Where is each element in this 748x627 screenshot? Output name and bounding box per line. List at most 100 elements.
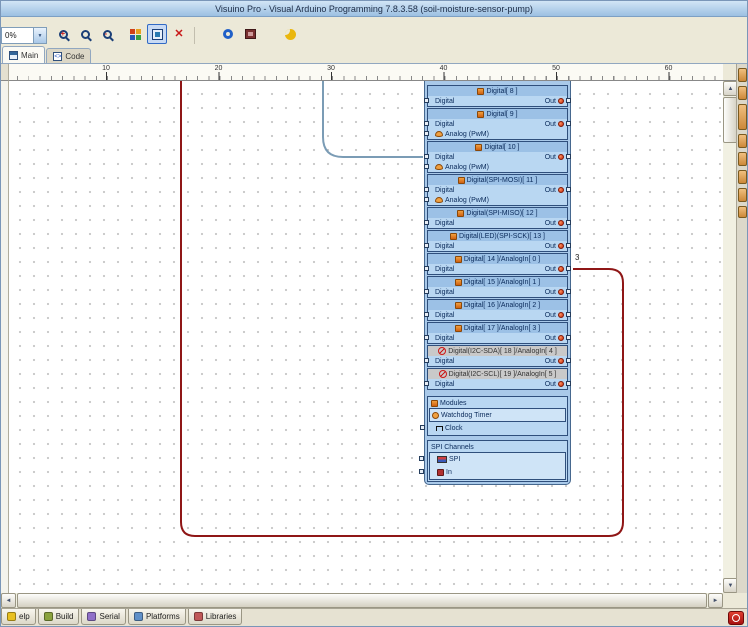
in-pin[interactable]: [424, 220, 429, 225]
zoom-in-button[interactable]: +: [53, 24, 73, 44]
in-pin[interactable]: [424, 335, 429, 340]
in-pin[interactable]: [424, 187, 429, 192]
dock-component-button[interactable]: [738, 152, 747, 166]
out-pin[interactable]: [566, 312, 571, 317]
out-pin[interactable]: [566, 220, 571, 225]
status-tab-platforms[interactable]: Platforms: [128, 609, 186, 625]
clock-in-pin[interactable]: [420, 425, 425, 430]
components-button[interactable]: [125, 24, 145, 44]
channel-header-label: Digital(SPI-MISO)[ 12 ]: [466, 210, 537, 217]
out-connector-icon[interactable]: [558, 154, 564, 160]
zoom-out-button[interactable]: -: [97, 24, 117, 44]
scroll-right-button[interactable]: ►: [708, 593, 723, 608]
out-pin[interactable]: [566, 121, 571, 126]
zoom-combobox[interactable]: 0% ▼: [1, 27, 47, 44]
in-pin[interactable]: [424, 243, 429, 248]
in-pin[interactable]: [424, 266, 429, 271]
out-connector-icon[interactable]: [558, 187, 564, 193]
in-pin[interactable]: [419, 469, 424, 474]
spi-section[interactable]: SPI Channels SPI In: [427, 440, 568, 482]
dock-component-button[interactable]: [738, 206, 747, 218]
in-pin[interactable]: [424, 131, 429, 136]
wire-mode-button[interactable]: [147, 24, 167, 44]
digital-channel-row: DigitalOut: [428, 152, 567, 162]
out-pin[interactable]: [566, 98, 571, 103]
out-connector-icon[interactable]: [558, 335, 564, 341]
status-tab-libraries[interactable]: Libraries: [188, 609, 243, 625]
out-connector-icon[interactable]: [558, 266, 564, 272]
zoom-reset-button[interactable]: [75, 24, 95, 44]
theme-button[interactable]: [280, 24, 300, 44]
dock-component-button[interactable]: [738, 104, 747, 130]
dock-component-button[interactable]: [738, 134, 747, 148]
out-pin[interactable]: [566, 381, 571, 386]
in-pin[interactable]: [424, 381, 429, 386]
left-margin-strip: [1, 81, 9, 593]
status-tab-elp[interactable]: elp: [1, 609, 36, 625]
delete-button[interactable]: ✕: [169, 24, 189, 44]
in-label: Digital: [435, 312, 454, 319]
dock-component-button[interactable]: [738, 86, 747, 100]
stop-button[interactable]: [728, 611, 744, 625]
out-connector-icon[interactable]: [558, 220, 564, 226]
out-pin[interactable]: [566, 243, 571, 248]
out-connector-icon[interactable]: [558, 243, 564, 249]
horizontal-scrollbar[interactable]: ◄ ►: [1, 593, 723, 608]
channel-group[interactable]: Digital[ 14 ]/AnalogIn[ 0 ]DigitalOut: [427, 253, 568, 275]
in-pin[interactable]: [424, 121, 429, 126]
wire-teal[interactable]: [323, 81, 423, 157]
digital-channel-row: DigitalOut: [428, 96, 567, 106]
channel-group[interactable]: Digital[ 10 ]DigitalOutAnalog (PwM): [427, 141, 568, 173]
in-pin[interactable]: [424, 289, 429, 294]
ruler-mark: 30: [327, 65, 335, 72]
arduino-board-component[interactable]: Digital[ 8 ]DigitalOutDigital[ 9 ]Digita…: [424, 81, 571, 485]
in-pin[interactable]: [424, 98, 429, 103]
channel-group[interactable]: Digital[ 8 ]DigitalOut: [427, 85, 568, 107]
channel-group[interactable]: Digital[ 15 ]/AnalogIn[ 1 ]DigitalOut: [427, 276, 568, 298]
in-pin[interactable]: [424, 197, 429, 202]
modules-section[interactable]: Modules Watchdog Timer Clock: [427, 396, 568, 436]
tab-main[interactable]: Main: [2, 46, 45, 63]
spi-icon: [437, 456, 447, 463]
channel-group[interactable]: Digital(SPI-MOSI)[ 11 ]DigitalOutAnalog …: [427, 174, 568, 206]
out-connector-icon[interactable]: [558, 121, 564, 127]
dock-component-button[interactable]: [738, 170, 747, 184]
link-button[interactable]: [218, 24, 238, 44]
out-pin[interactable]: [566, 335, 571, 340]
channel-group[interactable]: Digital[ 16 ]/AnalogIn[ 2 ]DigitalOut: [427, 299, 568, 321]
out-pin[interactable]: [566, 289, 571, 294]
combo-dropdown-icon[interactable]: ▼: [33, 28, 46, 43]
channel-group[interactable]: Digital(I2C-SCL)[ 19 ]/AnalogIn[ 5 ]Digi…: [427, 368, 568, 390]
in-pin[interactable]: [424, 358, 429, 363]
out-connector-icon[interactable]: [558, 312, 564, 318]
spi-in-pin[interactable]: [419, 456, 424, 461]
design-canvas[interactable]: Digital[ 8 ]DigitalOutDigital[ 9 ]Digita…: [9, 81, 723, 593]
channel-group[interactable]: Digital[ 17 ]/AnalogIn[ 3 ]DigitalOut: [427, 322, 568, 344]
out-connector-icon[interactable]: [558, 98, 564, 104]
status-tab-serial[interactable]: Serial: [81, 609, 125, 625]
watchdog-module[interactable]: Watchdog Timer: [429, 408, 566, 422]
dock-component-button[interactable]: [738, 68, 747, 82]
in-pin[interactable]: [424, 312, 429, 317]
in-pin[interactable]: [424, 154, 429, 159]
horizontal-scroll-thumb[interactable]: [17, 593, 707, 608]
out-pin[interactable]: [566, 154, 571, 159]
tab-code[interactable]: Code: [46, 48, 91, 63]
channel-group[interactable]: Digital(SPI-MISO)[ 12 ]DigitalOut: [427, 207, 568, 229]
zoom-in-icon: +: [59, 30, 68, 39]
out-pin[interactable]: [566, 266, 571, 271]
scroll-left-button[interactable]: ◄: [1, 593, 16, 608]
in-pin[interactable]: [424, 164, 429, 169]
dock-component-button[interactable]: [738, 188, 747, 202]
channel-group[interactable]: Digital[ 9 ]DigitalOutAnalog (PwM): [427, 108, 568, 140]
status-tab-build[interactable]: Build: [38, 609, 80, 625]
out-pin[interactable]: [566, 358, 571, 363]
out-connector-icon[interactable]: [558, 289, 564, 295]
out-connector-icon[interactable]: [558, 358, 564, 364]
out-pin[interactable]: [566, 187, 571, 192]
channel-group[interactable]: Digital(I2C-SDA)[ 18 ]/AnalogIn[ 4 ]Digi…: [427, 345, 568, 367]
in-label: Digital: [435, 220, 454, 227]
snapshot-button[interactable]: [240, 24, 260, 44]
channel-group[interactable]: Digital(LED)(SPI-SCK)[ 13 ]DigitalOut: [427, 230, 568, 252]
out-connector-icon[interactable]: [558, 381, 564, 387]
